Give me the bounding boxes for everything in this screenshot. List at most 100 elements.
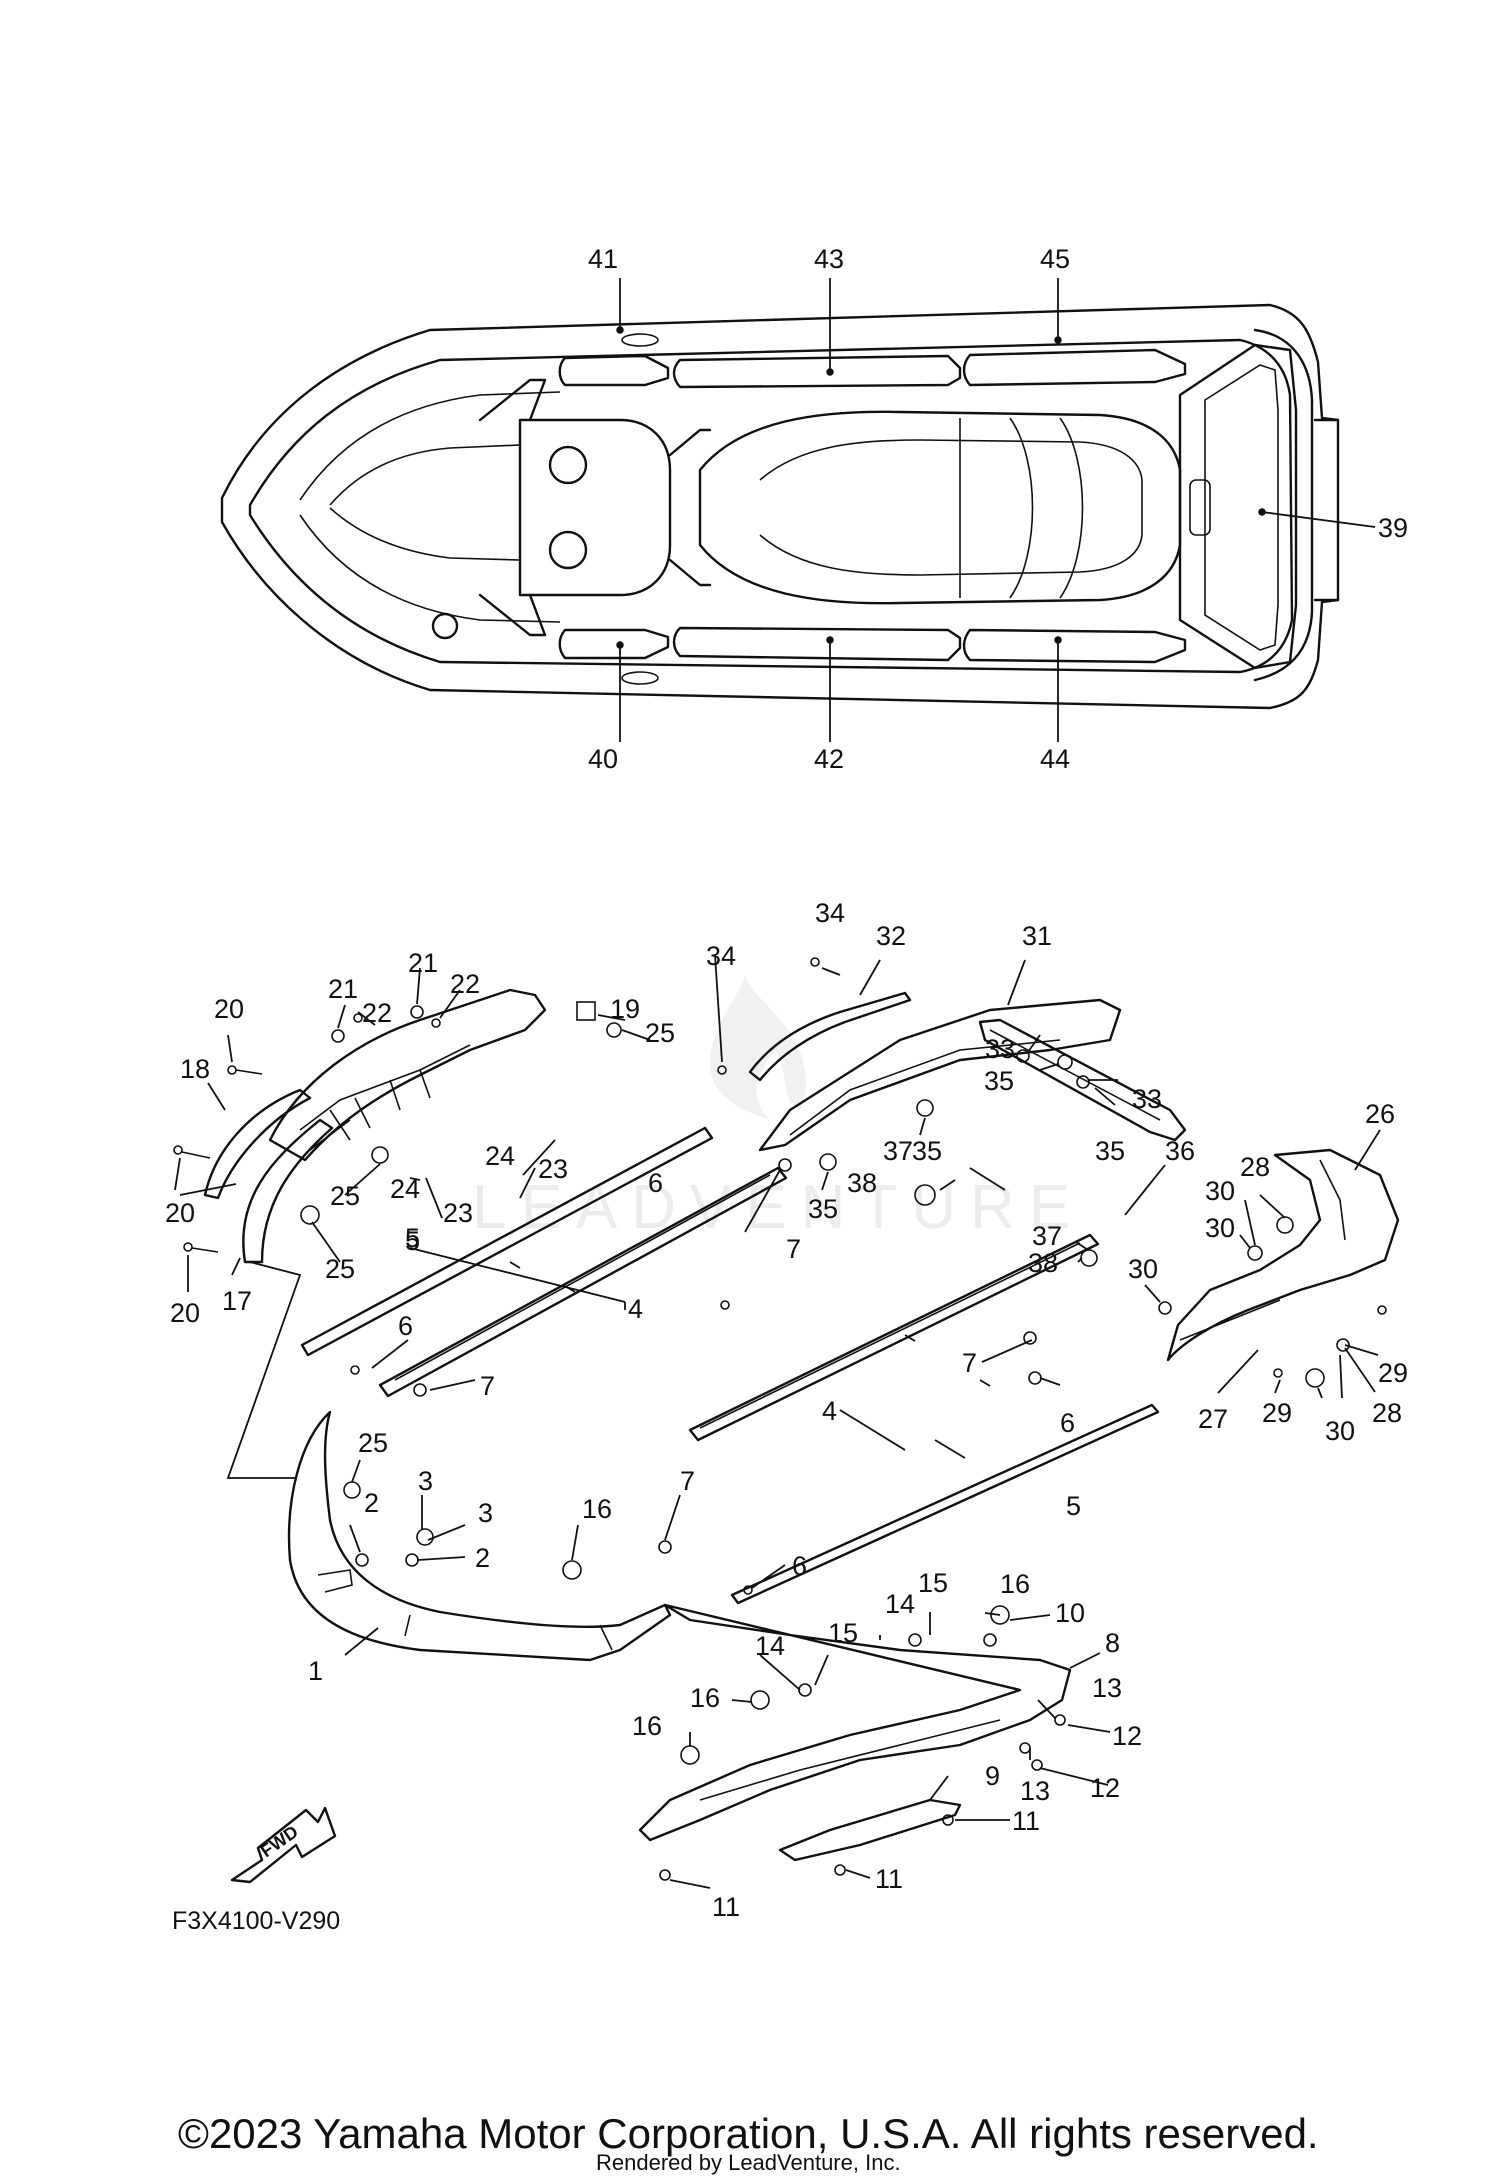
callout-25c: 25	[325, 1254, 355, 1284]
callout-17: 17	[222, 1286, 252, 1316]
callout-7c: 7	[962, 1348, 977, 1378]
callout-28b: 28	[1372, 1398, 1402, 1428]
callout-30d: 30	[1325, 1416, 1355, 1446]
callout-33: 33	[985, 1034, 1015, 1064]
callout-16c: 16	[690, 1683, 720, 1713]
callout-7d: 7	[680, 1466, 695, 1496]
callout-39: 39	[1378, 513, 1408, 543]
callout-23b: 23	[443, 1198, 473, 1228]
callout-25d: 25	[358, 1428, 388, 1458]
callout-15b: 15	[918, 1568, 948, 1598]
callout-1: 1	[308, 1656, 323, 1686]
callout-13: 13	[1092, 1673, 1122, 1703]
callout-6d: 6	[792, 1551, 807, 1581]
callout-2: 2	[364, 1488, 379, 1518]
callout-11b: 11	[875, 1864, 903, 1894]
top-view-leaders	[616, 278, 1376, 742]
callout-35c: 35	[808, 1194, 838, 1224]
callout-21b: 21	[408, 948, 438, 978]
callout-37b: 37	[1032, 1221, 1062, 1251]
callout-22: 22	[362, 998, 392, 1028]
callout-23: 23	[538, 1154, 568, 1184]
callout-38b: 38	[1028, 1248, 1058, 1278]
callout-16b: 16	[1000, 1569, 1030, 1599]
callout-7b: 7	[480, 1371, 495, 1401]
callout-11c: 11	[712, 1892, 740, 1922]
callout-11: 11	[1012, 1806, 1040, 1836]
callout-34: 34	[706, 941, 736, 971]
callout-8: 8	[1105, 1628, 1120, 1658]
callout-40: 40	[588, 744, 618, 774]
rendered-by: Rendered by LeadVenture, Inc.	[596, 2150, 901, 2175]
callout-26: 26	[1365, 1099, 1395, 1129]
callout-30c: 30	[1128, 1254, 1158, 1284]
callout-27: 27	[1198, 1404, 1228, 1434]
callout-14: 14	[755, 1631, 785, 1661]
callout-7: 7	[786, 1234, 801, 1264]
callout-9: 9	[985, 1761, 1000, 1791]
callout-33b: 33	[1132, 1084, 1162, 1114]
callout-3: 3	[418, 1466, 433, 1496]
top-view-hull	[220, 303, 1340, 710]
copyright-notice: ©2023 Yamaha Motor Corporation, U.S.A. A…	[178, 2110, 1319, 2157]
callout-20c: 20	[170, 1298, 200, 1328]
callout-28: 28	[1240, 1152, 1270, 1182]
callout-13b: 13	[1020, 1776, 1050, 1806]
callout-4: 4	[628, 1294, 643, 1324]
callout-12b: 12	[1090, 1773, 1120, 1803]
callout-42: 42	[814, 744, 844, 774]
callout-37: 37	[883, 1136, 913, 1166]
callout-6: 6	[648, 1168, 663, 1198]
callout-24b: 24	[390, 1174, 420, 1204]
callout-30b: 30	[1205, 1213, 1235, 1243]
callout-14b: 14	[885, 1589, 915, 1619]
callout-31: 31	[1022, 921, 1052, 951]
callout-35d: 35	[1095, 1136, 1125, 1166]
top-view-callouts: 41 43 45 39 40 42 44	[588, 244, 1408, 774]
callout-10: 10	[1055, 1598, 1085, 1628]
callout-12: 12	[1112, 1721, 1142, 1751]
callout-32: 32	[876, 921, 906, 951]
callout-6c: 6	[1060, 1408, 1075, 1438]
callout-34b: 34	[815, 898, 845, 928]
callout-25: 25	[645, 1018, 675, 1048]
callout-38: 38	[847, 1168, 877, 1198]
callout-29: 29	[1378, 1358, 1408, 1388]
callout-44: 44	[1040, 744, 1070, 774]
callout-36: 36	[1165, 1136, 1195, 1166]
exploded-parts	[203, 988, 1400, 1884]
callout-35: 35	[984, 1066, 1014, 1096]
callout-4b: 4	[822, 1396, 837, 1426]
fwd-arrow: FWD	[257, 1821, 302, 1861]
callout-43: 43	[814, 244, 844, 274]
callout-30: 30	[1205, 1176, 1235, 1206]
fwd-label: FWD	[257, 1821, 302, 1861]
exploded-leaders	[174, 954, 1381, 1889]
callout-24: 24	[485, 1141, 515, 1171]
callout-35b: 35	[912, 1136, 942, 1166]
callout-3b: 3	[478, 1498, 493, 1528]
callout-18: 18	[180, 1054, 210, 1084]
fasteners	[173, 957, 1387, 1881]
callout-19: 19	[610, 994, 640, 1024]
callout-25b: 25	[330, 1181, 360, 1211]
callout-16: 16	[582, 1494, 612, 1524]
callout-20: 20	[214, 994, 244, 1024]
callout-21: 21	[328, 974, 358, 1004]
exploded-callouts: 1 2 3 4 5 6 7 2 3 4 5 5 6 6 6 7 7 7 8 9 …	[165, 898, 1408, 1922]
callout-5b: 5	[1066, 1491, 1081, 1521]
callout-15: 15	[828, 1618, 858, 1648]
callout-20b: 20	[165, 1198, 195, 1228]
callout-6b: 6	[398, 1311, 413, 1341]
callout-22b: 22	[450, 969, 480, 999]
watermark: LEADVENTURE	[472, 975, 1070, 1242]
figure-code: F3X4100-V290	[172, 1907, 341, 1935]
callout-5c: 5	[405, 1226, 420, 1256]
callout-45: 45	[1040, 244, 1070, 274]
callout-29b: 29	[1262, 1398, 1292, 1428]
callout-5: 5	[405, 1223, 420, 1253]
callout-2b: 2	[475, 1543, 490, 1573]
callout-16d: 16	[632, 1711, 662, 1741]
callout-41: 41	[588, 244, 618, 274]
